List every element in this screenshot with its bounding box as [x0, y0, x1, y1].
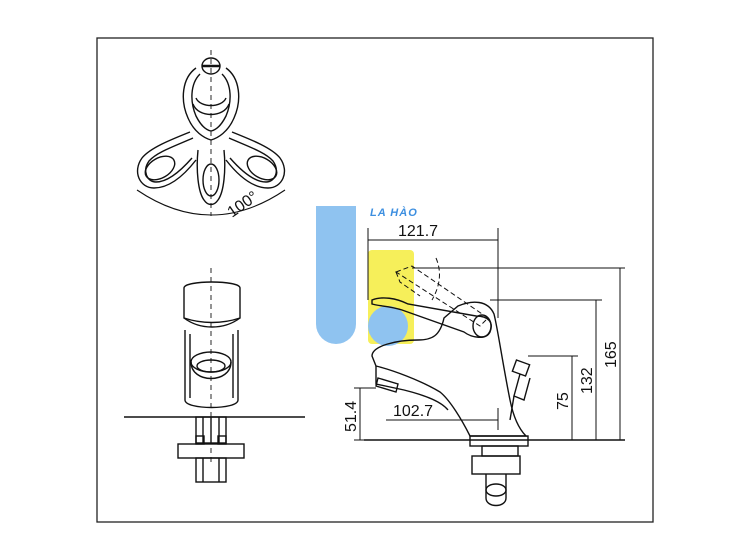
svg-text:LA HÀO: LA HÀO	[370, 206, 418, 219]
top-view	[136, 50, 286, 216]
side-view	[364, 257, 625, 507]
drawing-frame	[96, 37, 654, 523]
dim-outlet-height: 51.4	[343, 401, 360, 432]
angle-label: 100°	[225, 188, 262, 221]
dim-spout-height: 132	[579, 367, 596, 394]
dim-total-height: 165	[603, 341, 620, 368]
dim-body-height: 75	[555, 392, 572, 410]
dim-outlet-reach: 102.7	[393, 403, 433, 420]
dimension-lines	[354, 228, 625, 441]
front-view	[124, 268, 305, 483]
dim-spout-reach: 121.7	[398, 223, 438, 240]
brand-logo: LA HÀO	[316, 206, 418, 346]
